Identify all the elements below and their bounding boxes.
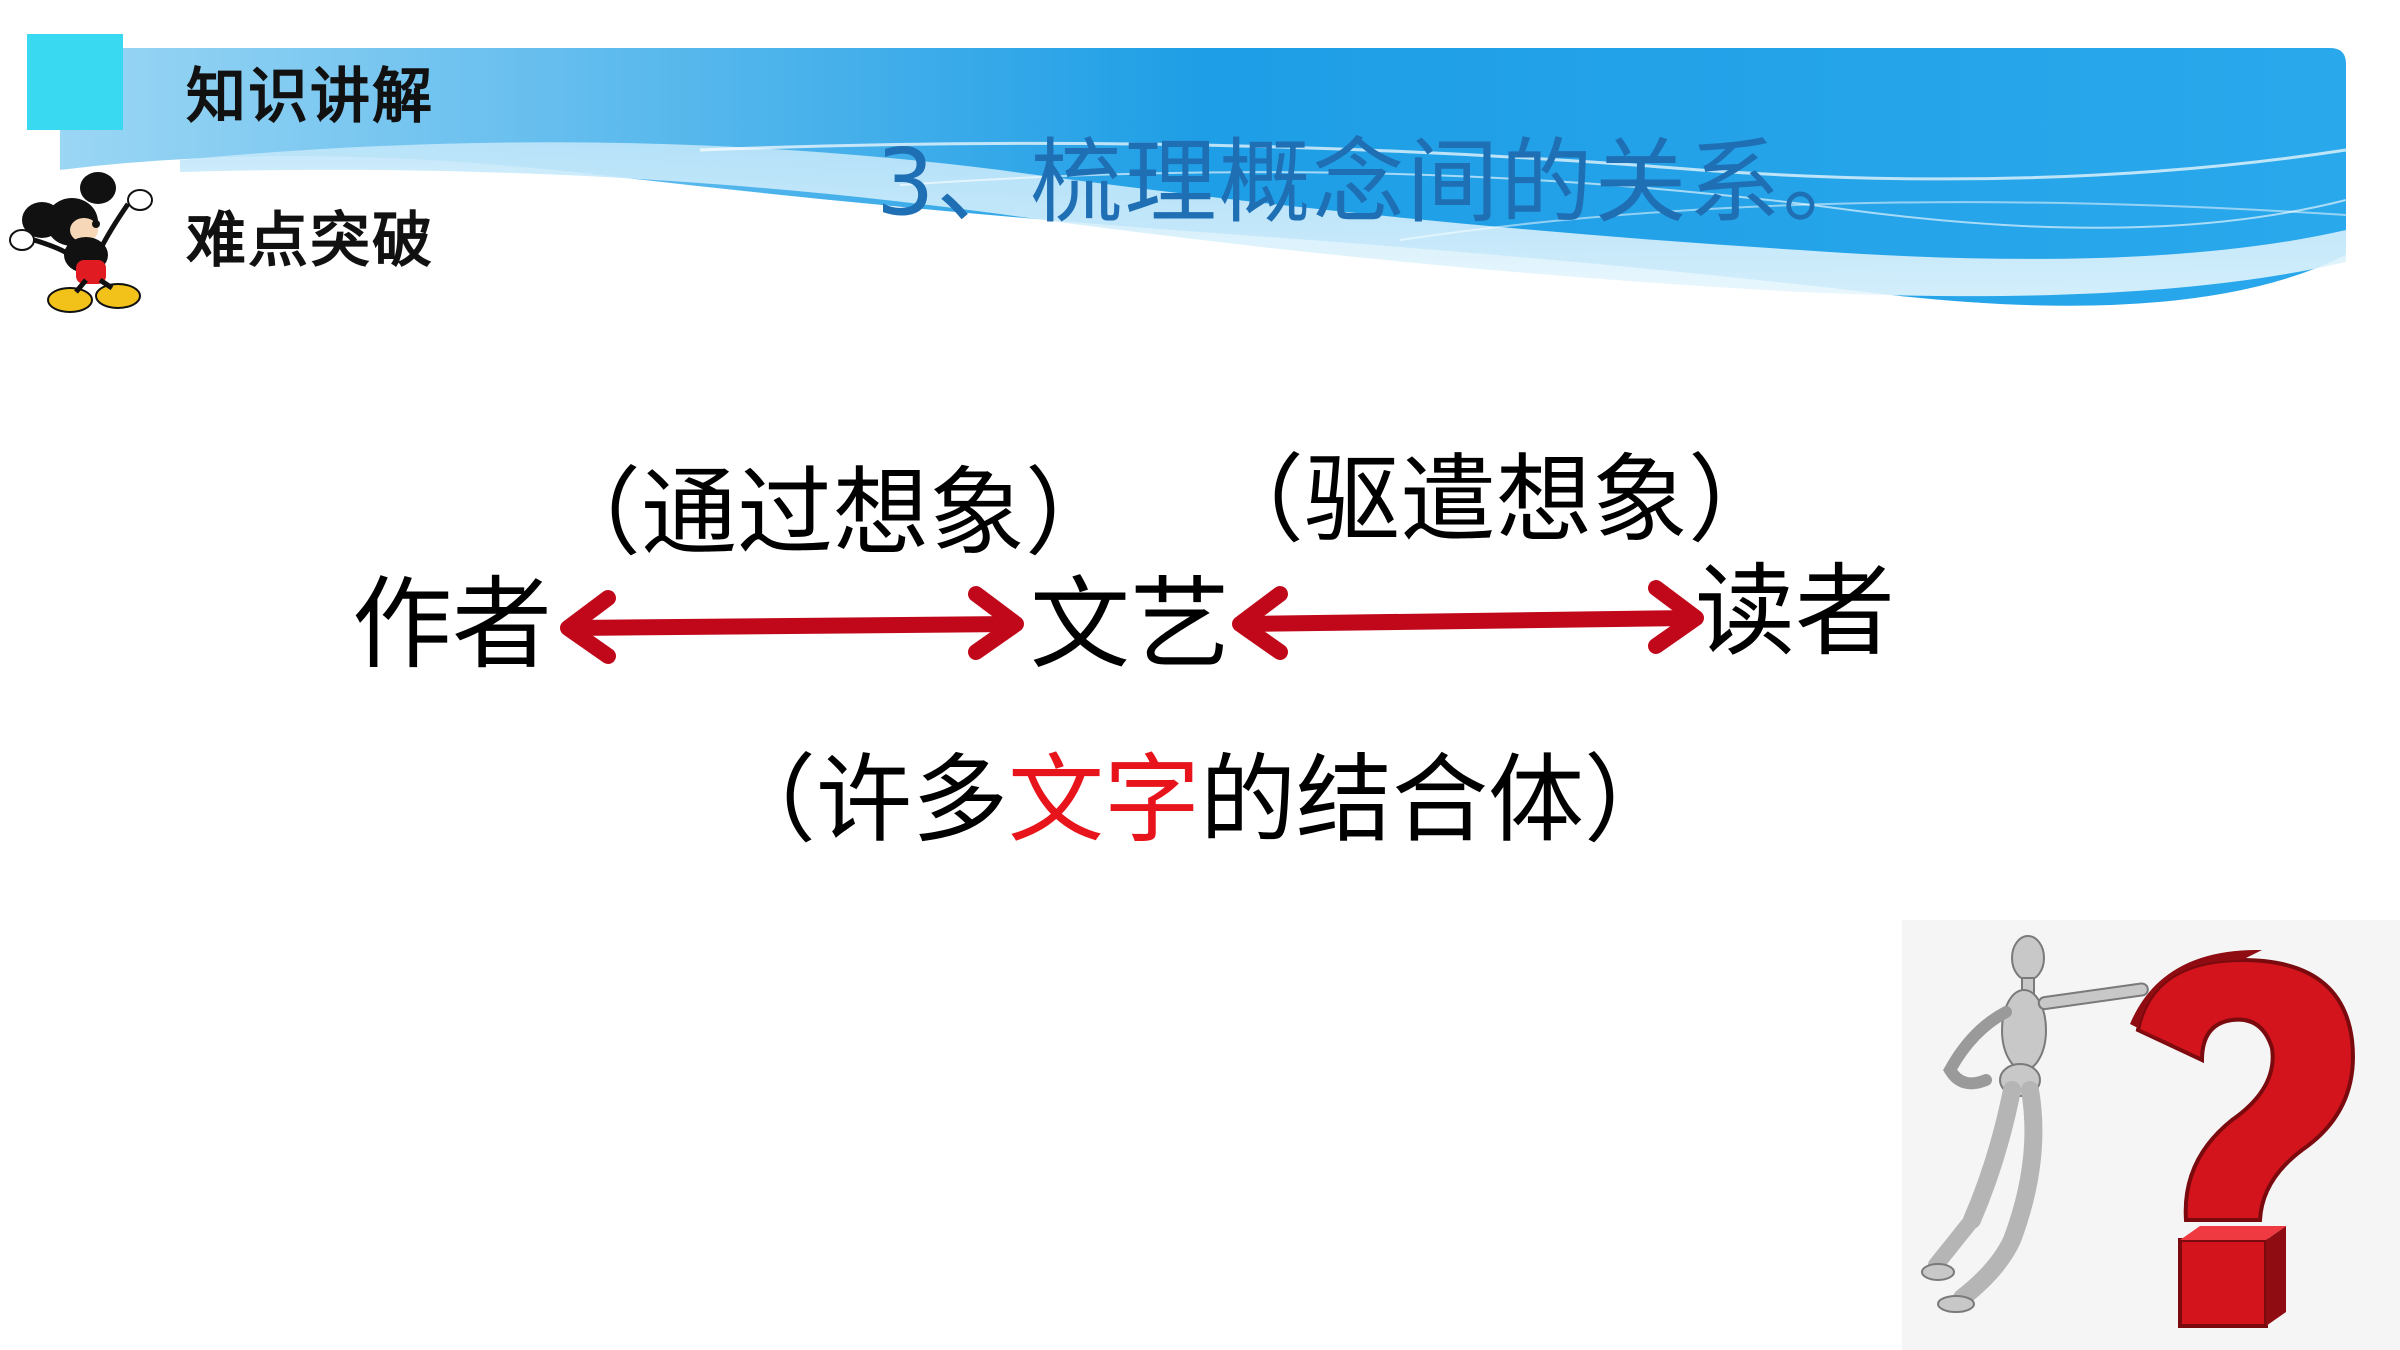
double-headed-arrow-icon [560,586,1024,664]
edge-label-evoke-imagination: （驱遣想象） [1208,444,1784,556]
double-headed-arrow-icon [1232,580,1704,660]
edge-label-imagination: （通过想象） [545,457,1121,569]
art-caption: （许多文字的结合体） [720,752,1680,848]
caption-suffix: 的结合体） [1200,744,1680,856]
node-reader: 读者 [1695,553,1895,670]
section-label-knowledge: 知识讲解 [186,62,434,132]
node-art: 文艺 [1030,566,1230,683]
header-banner [60,48,2347,330]
caption-prefix: （许多 [720,744,1008,856]
question-mark-icon [2130,949,2355,1328]
caption-highlight: 文字 [1008,744,1200,856]
node-author: 作者 [352,566,552,683]
cartoon-mouse-mascot-icon [9,172,153,313]
slide-title: 3、梳理概念间的关系。 [876,129,1877,236]
accent-square [27,34,123,130]
mannequin-with-question-mark-icon [1902,920,2400,1350]
section-label-difficulty: 难点突破 [186,206,434,276]
